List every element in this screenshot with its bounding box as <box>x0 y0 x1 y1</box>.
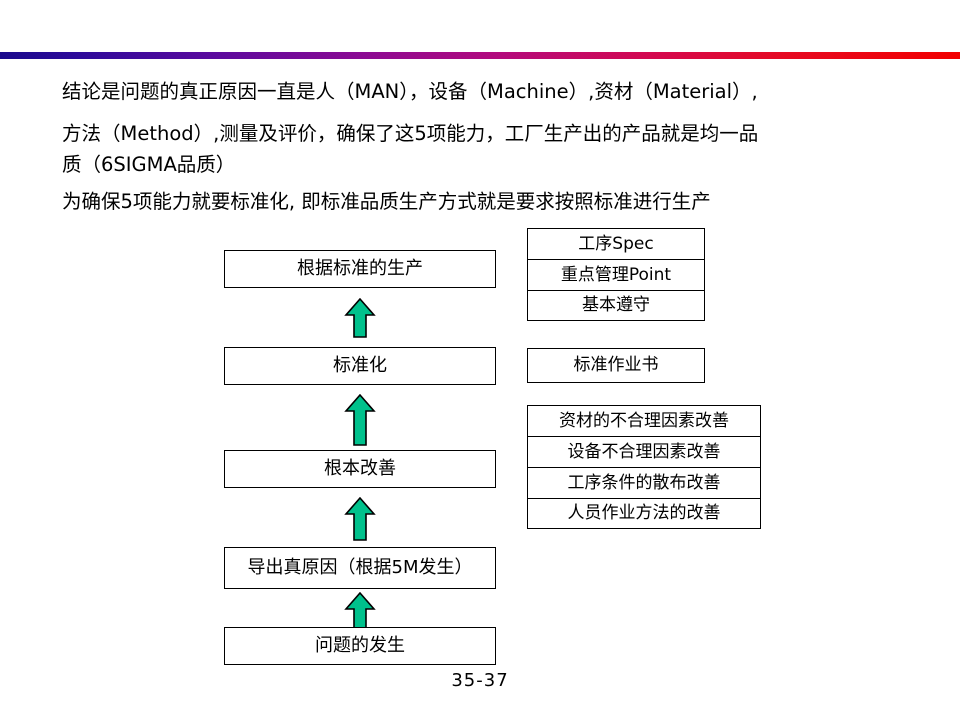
flow-step-derive-root-cause[interactable]: 导出真原因（根据5M发生） <box>224 547 496 589</box>
paragraph-line-1: 结论是问题的真正原因一直是人（MAN），设备（Machine）,资材（Mater… <box>62 80 758 103</box>
flow-step-problem-occurs[interactable]: 问题的发生 <box>224 627 496 665</box>
spec-item-basic-compliance[interactable]: 基本遵守 <box>527 290 705 321</box>
flow-step-root-improvement[interactable]: 根本改善 <box>224 450 496 488</box>
page-number: 35-37 <box>451 670 509 691</box>
arrow-improve-to-standardize <box>343 394 377 446</box>
arrow-problem-to-rootcause <box>343 592 377 630</box>
standard-operation-document[interactable]: 标准作业书 <box>527 348 705 383</box>
paragraph-line-3: 为确保5项能力就要标准化, 即标准品质生产方式就是要求按照标准进行生产 <box>62 190 711 213</box>
improvement-item-process-variation[interactable]: 工序条件的散布改善 <box>527 467 761 498</box>
spec-item-key-control-point[interactable]: 重点管理Point <box>527 259 705 290</box>
flow-step-production[interactable]: 根据标准的生产 <box>224 250 496 288</box>
header-accent-rule <box>0 52 960 59</box>
flow-step-standardization[interactable]: 标准化 <box>224 347 496 385</box>
paragraph-line-2: 方法（Method）,测量及评价，确保了这5项能力，工厂生产出的产品就是均一品 … <box>62 122 759 176</box>
improvement-group: 资材的不合理因素改善 设备不合理因素改善 工序条件的散布改善 人员作业方法的改善 <box>527 405 761 529</box>
improvement-item-material[interactable]: 资材的不合理因素改善 <box>527 405 761 436</box>
improvement-item-equipment[interactable]: 设备不合理因素改善 <box>527 436 761 467</box>
arrow-standardize-to-production <box>343 298 377 338</box>
spec-group: 工序Spec 重点管理Point 基本遵守 <box>527 228 705 321</box>
spec-item-process-spec[interactable]: 工序Spec <box>527 228 705 259</box>
improvement-item-operator-method[interactable]: 人员作业方法的改善 <box>527 498 761 529</box>
arrow-rootcause-to-improve <box>343 497 377 541</box>
